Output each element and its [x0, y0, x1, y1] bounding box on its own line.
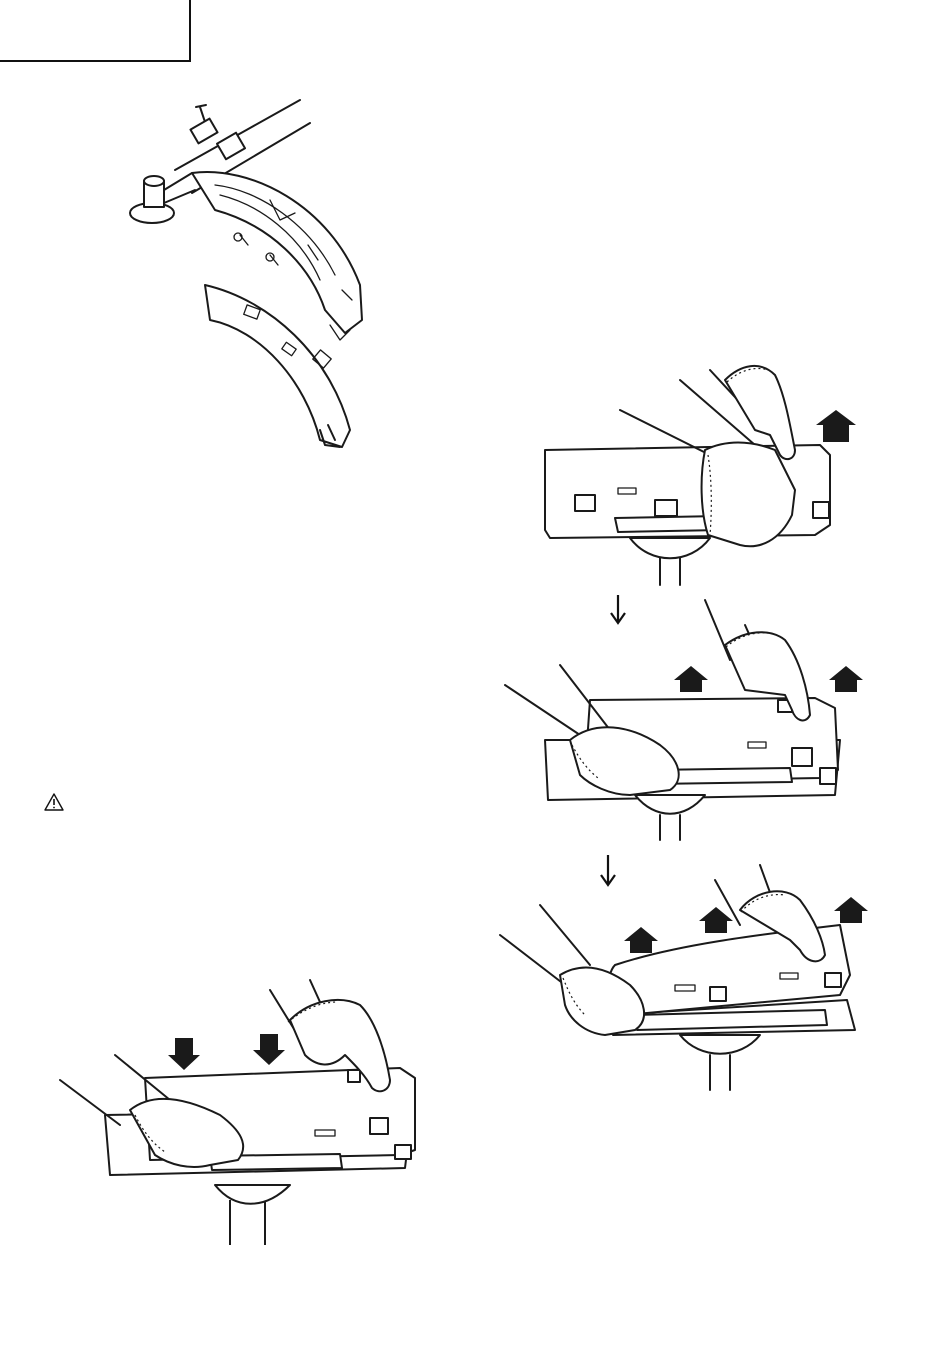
- up-arrow-icon: [624, 927, 658, 953]
- down-arrow-icon: [253, 1034, 285, 1065]
- up-arrow-icon: [829, 666, 863, 692]
- warning-triangle-icon: [44, 793, 64, 811]
- trimmer-guard-illustration: [120, 95, 380, 460]
- down-arrow-icon: [168, 1038, 200, 1070]
- corner-box: [0, 0, 191, 62]
- up-arrow-icon: [816, 410, 856, 442]
- remove-cover-step-1-illustration: [540, 340, 860, 585]
- up-arrow-icon: [674, 666, 708, 692]
- install-cover-illustration: [60, 960, 430, 1245]
- remove-cover-step-3-illustration: [495, 865, 870, 1095]
- up-arrow-icon: [834, 897, 868, 923]
- remove-cover-step-2-illustration: [500, 600, 865, 840]
- up-arrow-icon: [699, 907, 733, 933]
